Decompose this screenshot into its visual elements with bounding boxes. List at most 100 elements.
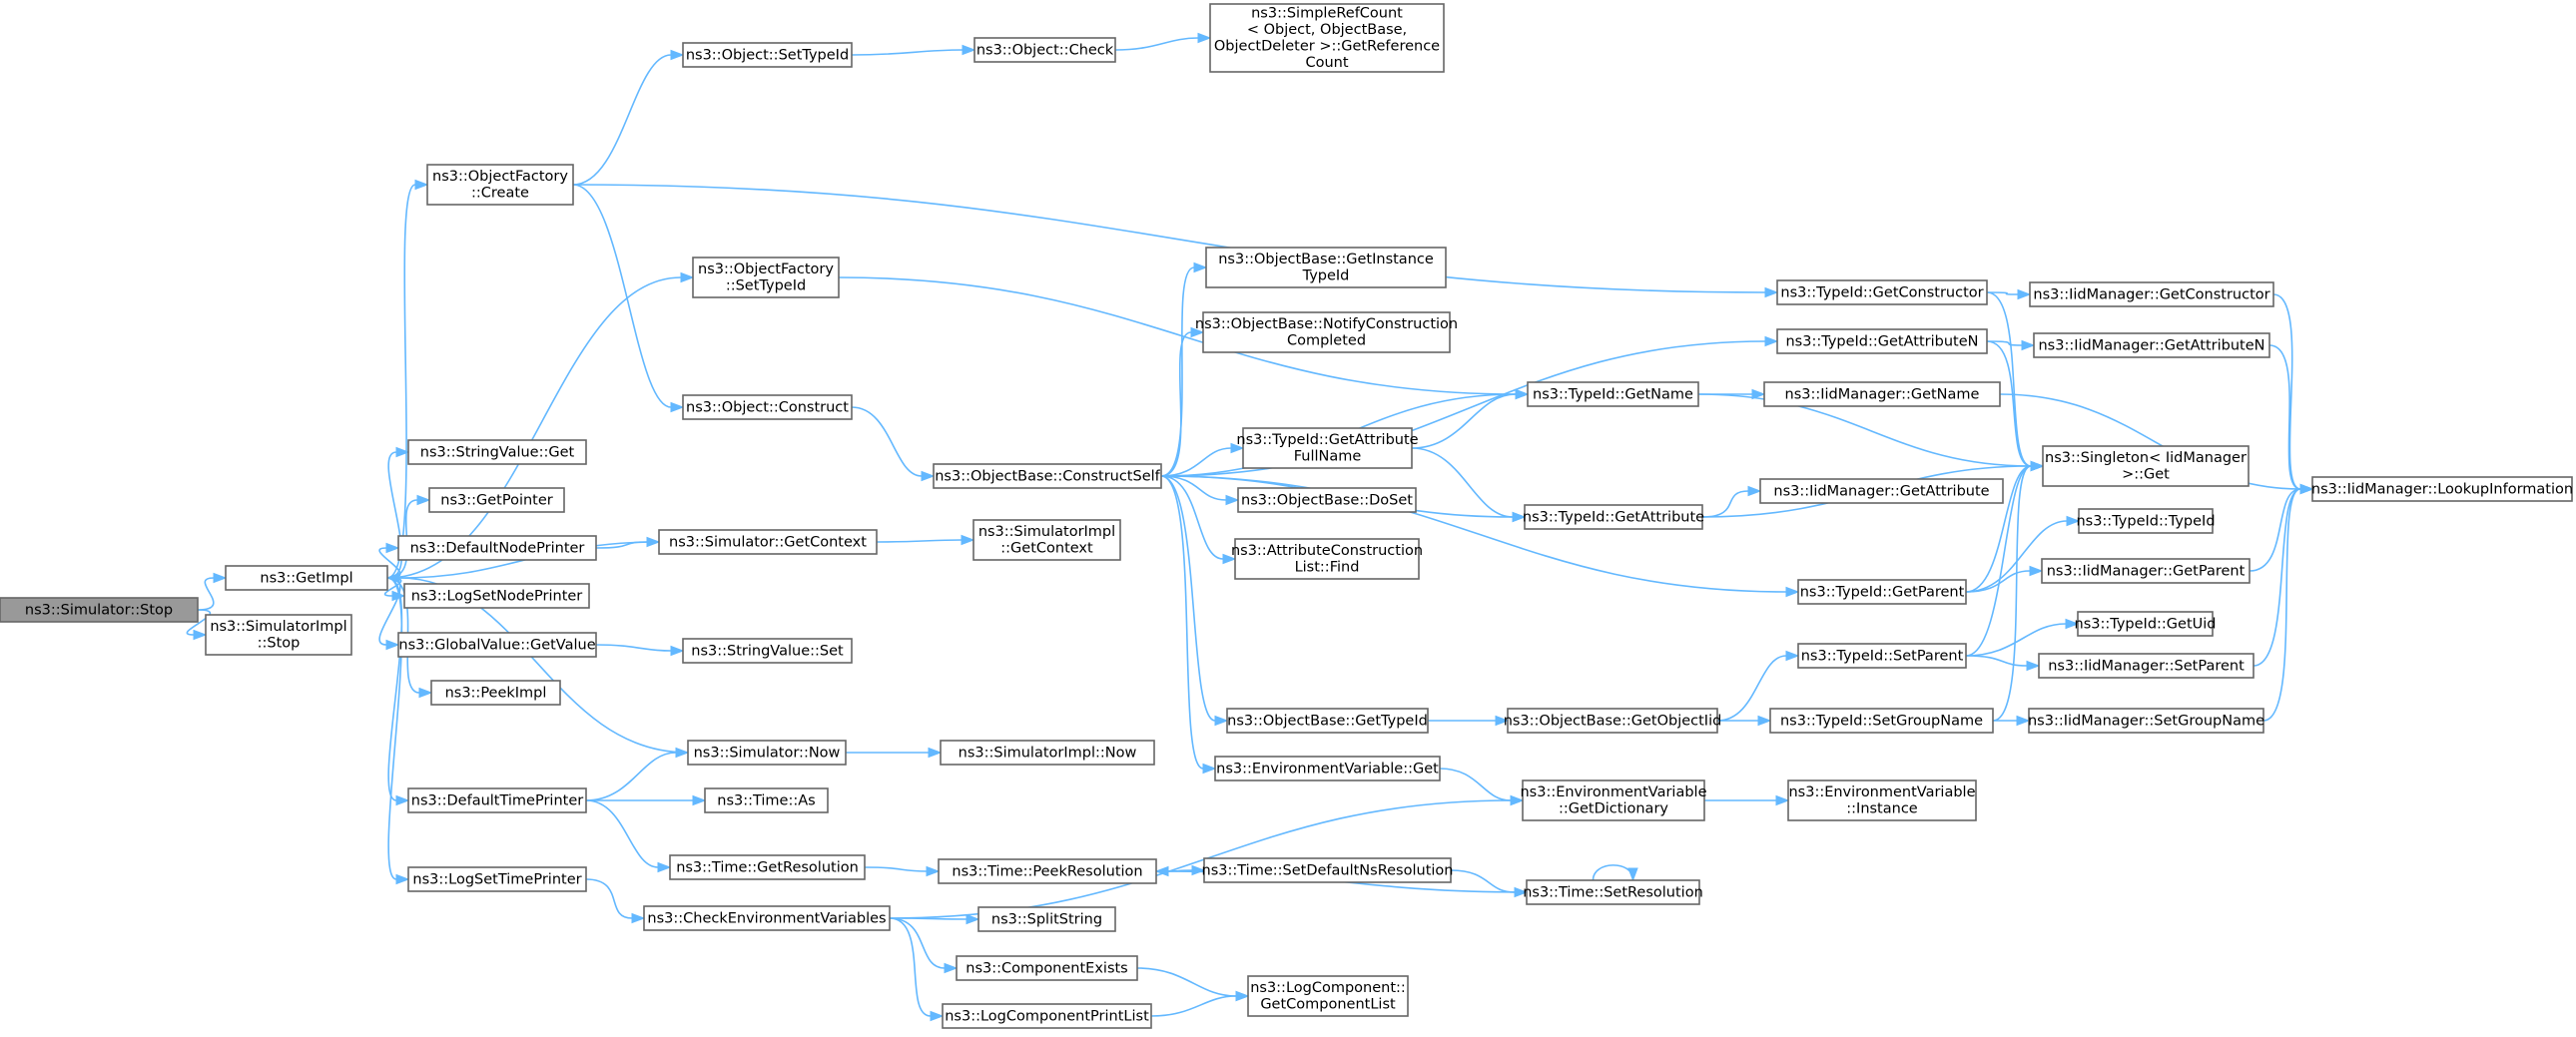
node-ns3-simplerefcount-object-objectbase-objectdeleter-getreference-count[interactable]: ns3::SimpleRefCount< Object, ObjectBase,… bbox=[1209, 3, 1445, 73]
call-nodes: ns3::Simulator::Stopns3::GetImplns3::Sim… bbox=[0, 3, 2573, 1029]
edge-line bbox=[1411, 393, 1517, 449]
node-box bbox=[1522, 779, 1705, 821]
edge-line bbox=[1160, 475, 1204, 770]
node-ns3-environmentvariable-getdictionary[interactable]: ns3::EnvironmentVariable::GetDictionary bbox=[1520, 779, 1707, 821]
node-ns3-typeid-setparent[interactable]: ns3::TypeId::SetParent bbox=[1797, 643, 1967, 669]
node-ns3-getpointer[interactable]: ns3::GetPointer bbox=[428, 487, 565, 513]
node-box bbox=[205, 614, 352, 656]
node-ns3-simulator-now[interactable]: ns3::Simulator::Now bbox=[687, 740, 847, 766]
node-box bbox=[2078, 508, 2214, 534]
node-ns3-time-peekresolution[interactable]: ns3::Time::PeekResolution bbox=[938, 858, 1157, 884]
node-ns3-logcomponentprintlist[interactable]: ns3::LogComponentPrintList bbox=[942, 1003, 1152, 1029]
node-ns3-objectbase-doset[interactable]: ns3::ObjectBase::DoSet bbox=[1237, 487, 1417, 513]
node-ns3-logsetnodeprinter[interactable]: ns3::LogSetNodePrinter bbox=[403, 583, 590, 609]
node-ns3-singleton-iidmanager-get[interactable]: ns3::Singleton< IidManager>::Get bbox=[2042, 445, 2250, 487]
node-label: ns3::DefaultNodePrinter bbox=[410, 540, 585, 556]
node-ns3-peekimpl[interactable]: ns3::PeekImpl bbox=[430, 680, 561, 706]
node-ns3-object-settypeid[interactable]: ns3::Object::SetTypeId bbox=[682, 42, 853, 68]
node-box bbox=[225, 565, 388, 591]
node-box bbox=[1507, 708, 1718, 734]
node-label: ::Instance bbox=[1846, 801, 1918, 817]
node-ns3-time-setdefaultnsresolution[interactable]: ns3::Time::SetDefaultNsResolution bbox=[1202, 857, 1454, 883]
node-ns3-objectbase-constructself[interactable]: ns3::ObjectBase::ConstructSelf bbox=[933, 463, 1162, 489]
node-box bbox=[1247, 975, 1409, 1017]
node-ns3-environmentvariable-instance[interactable]: ns3::EnvironmentVariable::Instance bbox=[1787, 779, 1977, 821]
node-ns3-time-getresolution[interactable]: ns3::Time::GetResolution bbox=[669, 854, 866, 880]
node-ns3-stringvalue-set[interactable]: ns3::StringValue::Set bbox=[682, 638, 853, 664]
node-ns3-typeid-setgroupname[interactable]: ns3::TypeId::SetGroupName bbox=[1769, 708, 1994, 734]
node-label: ns3::TypeId::SetParent bbox=[1801, 648, 1964, 664]
node-box bbox=[1797, 579, 1967, 605]
node-ns3-time-as[interactable]: ns3::Time::As bbox=[704, 787, 829, 813]
node-ns3-simulator-stop[interactable]: ns3::Simulator::Stop bbox=[0, 597, 199, 623]
edge-n13-to-n14 bbox=[851, 44, 976, 56]
edge-n11-to-n19 bbox=[585, 747, 690, 801]
node-label: ns3::SimulatorImpl bbox=[978, 524, 1115, 540]
node-ns3-typeid-getname[interactable]: ns3::TypeId::GetName bbox=[1527, 381, 1699, 407]
node-ns3-iidmanager-getattributen[interactable]: ns3::IidManager::GetAttributeN bbox=[2033, 332, 2270, 358]
node-ns3-typeid-getuid[interactable]: ns3::TypeId::GetUid bbox=[2075, 611, 2217, 637]
node-ns3-typeid-getparent[interactable]: ns3::TypeId::GetParent bbox=[1797, 579, 1967, 605]
node-ns3-logcomponent-getcomponentlist[interactable]: ns3::LogComponent::GetComponentList bbox=[1247, 975, 1409, 1017]
node-label: ns3::Singleton< IidManager bbox=[2045, 450, 2247, 466]
node-ns3-typeid-getattribute[interactable]: ns3::TypeId::GetAttribute bbox=[1523, 504, 1704, 530]
node-ns3-iidmanager-setparent[interactable]: ns3::IidManager::SetParent bbox=[2038, 653, 2254, 679]
node-ns3-environmentvariable-get[interactable]: ns3::EnvironmentVariable::Get bbox=[1214, 756, 1441, 781]
node-ns3-objectbase-notifyconstruction-completed[interactable]: ns3::ObjectBase::NotifyConstructionCompl… bbox=[1195, 311, 1458, 353]
node-ns3-objectbase-gettypeid[interactable]: ns3::ObjectBase::GetTypeId bbox=[1226, 708, 1429, 734]
node-label: ns3::EnvironmentVariable bbox=[1788, 784, 1975, 800]
node-ns3-defaultnodeprinter[interactable]: ns3::DefaultNodePrinter bbox=[397, 535, 597, 561]
node-label: ns3::Object::SetTypeId bbox=[686, 47, 849, 63]
node-ns3-checkenvironmentvariables[interactable]: ns3::CheckEnvironmentVariables bbox=[643, 905, 891, 931]
node-label: ns3::EnvironmentVariable::Get bbox=[1216, 761, 1439, 777]
edge-line bbox=[595, 644, 672, 652]
node-ns3-object-check[interactable]: ns3::Object::Check bbox=[973, 37, 1116, 63]
node-ns3-simulatorimpl-stop[interactable]: ns3::SimulatorImpl::Stop bbox=[205, 614, 352, 656]
node-ns3-componentexists[interactable]: ns3::ComponentExists bbox=[956, 955, 1138, 981]
node-label: ns3::TypeId::GetName bbox=[1533, 386, 1693, 402]
node-ns3-object-construct[interactable]: ns3::Object::Construct bbox=[682, 394, 853, 420]
node-ns3-iidmanager-getparent[interactable]: ns3::IidManager::GetParent bbox=[2041, 558, 2251, 584]
node-ns3-logsettimeprinter[interactable]: ns3::LogSetTimePrinter bbox=[407, 866, 587, 892]
node-ns3-iidmanager-getname[interactable]: ns3::IidManager::GetName bbox=[1763, 381, 2001, 407]
node-box bbox=[973, 37, 1116, 63]
node-ns3-time-setresolution[interactable]: ns3::Time::SetResolution bbox=[1523, 879, 1703, 905]
node-ns3-objectfactory-settypeid[interactable]: ns3::ObjectFactory::SetTypeId bbox=[692, 257, 840, 298]
node-label: ns3::IidManager::GetConstructor bbox=[2033, 286, 2269, 302]
node-ns3-iidmanager-lookupinformation[interactable]: ns3::IidManager::LookupInformation bbox=[2311, 476, 2573, 502]
edge-n45-to-n53 bbox=[1986, 339, 2036, 351]
node-ns3-defaulttimeprinter[interactable]: ns3::DefaultTimePrinter bbox=[407, 787, 587, 813]
node-ns3-simulatorimpl-now[interactable]: ns3::SimulatorImpl::Now bbox=[940, 740, 1155, 766]
node-ns3-iidmanager-setgroupname[interactable]: ns3::IidManager::SetGroupName bbox=[2028, 708, 2264, 734]
node-ns3-typeid-getattributen[interactable]: ns3::TypeId::GetAttributeN bbox=[1776, 328, 1988, 354]
edge-n19-to-n25 bbox=[846, 747, 943, 759]
edge-line bbox=[1450, 869, 1516, 893]
edge-line bbox=[386, 577, 403, 880]
node-ns3-splitstring[interactable]: ns3::SplitString bbox=[977, 906, 1116, 932]
node-ns3-iidmanager-getattribute[interactable]: ns3::IidManager::GetAttribute bbox=[1759, 478, 2004, 504]
node-ns3-objectbase-getobjectiid[interactable]: ns3::ObjectBase::GetObjectIid bbox=[1504, 708, 1722, 734]
node-ns3-iidmanager-getconstructor[interactable]: ns3::IidManager::GetConstructor bbox=[2029, 281, 2274, 307]
node-ns3-typeid-getconstructor[interactable]: ns3::TypeId::GetConstructor bbox=[1776, 279, 1988, 305]
node-ns3-simulatorimpl-getcontext[interactable]: ns3::SimulatorImpl::GetContext bbox=[972, 519, 1121, 561]
node-label: ::GetContext bbox=[1000, 541, 1093, 557]
node-ns3-stringvalue-get[interactable]: ns3::StringValue::Get bbox=[407, 439, 587, 465]
edge-n32-to-n40 bbox=[1411, 447, 1527, 523]
edge-arrowhead bbox=[418, 687, 433, 699]
node-label: ns3::Object::Construct bbox=[686, 399, 849, 415]
edge-arrowhead bbox=[416, 494, 431, 506]
edge-line bbox=[889, 917, 932, 1017]
node-ns3-objectfactory-create[interactable]: ns3::ObjectFactory::Create bbox=[426, 164, 574, 206]
node-ns3-simulator-getcontext[interactable]: ns3::Simulator::GetContext bbox=[658, 529, 878, 555]
edge-arrowhead bbox=[928, 747, 943, 759]
edge-line bbox=[2268, 344, 2301, 490]
node-ns3-getimpl[interactable]: ns3::GetImpl bbox=[225, 565, 388, 591]
node-box bbox=[1234, 538, 1420, 580]
node-box bbox=[2042, 445, 2250, 487]
edge-arrowhead bbox=[961, 534, 975, 546]
node-ns3-typeid-typeid[interactable]: ns3::TypeId::TypeId bbox=[2076, 508, 2216, 534]
node-ns3-globalvalue-getvalue[interactable]: ns3::GlobalValue::GetValue bbox=[397, 632, 597, 658]
